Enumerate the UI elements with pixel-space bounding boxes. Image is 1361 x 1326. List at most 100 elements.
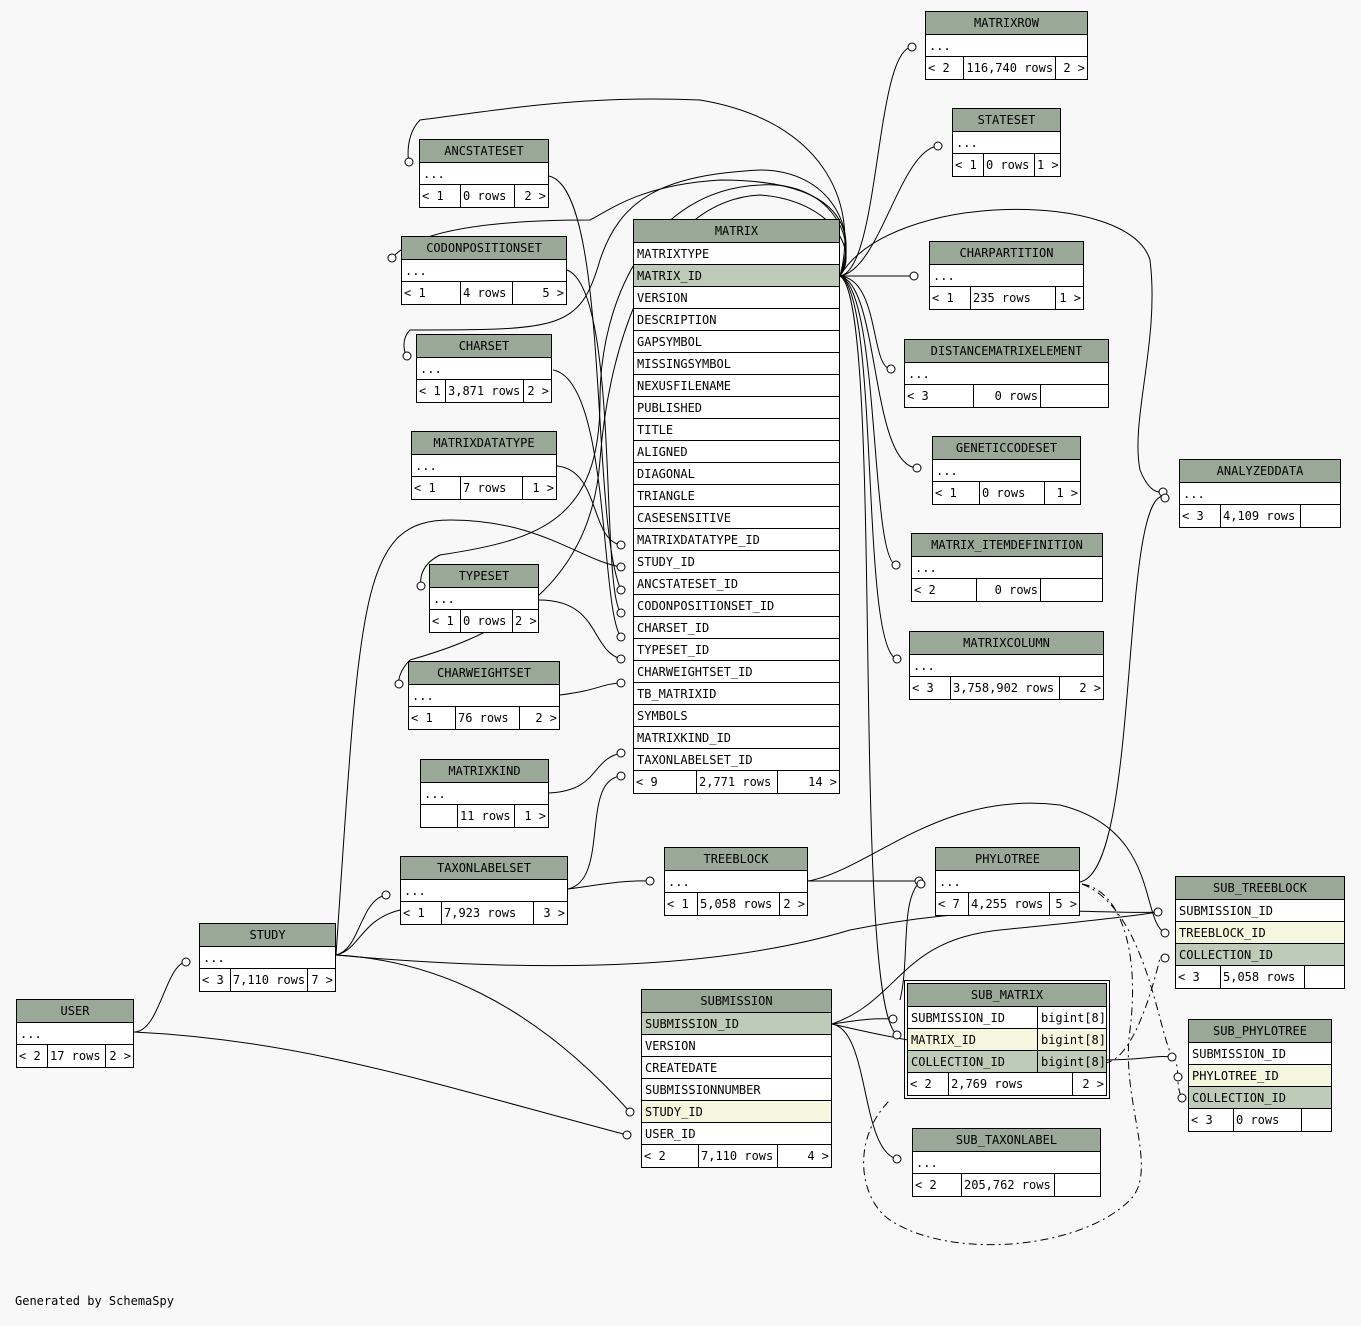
column-description[interactable]: DESCRIPTION	[634, 309, 839, 331]
child-count[interactable]: 14 >	[777, 771, 839, 793]
parent-count[interactable]: < 1	[935, 486, 957, 500]
column-codonpositionset-id[interactable]: CODONPOSITIONSET_ID	[634, 595, 839, 617]
table-matrixkind[interactable]: MATRIXKIND ... 11 rows 1 >	[420, 759, 549, 828]
column-symbols[interactable]: SYMBOLS	[634, 705, 839, 727]
parent-count[interactable]: < 2	[928, 61, 950, 75]
column-charset-id[interactable]: CHARSET_ID	[634, 617, 839, 639]
parent-count[interactable]: < 3	[1191, 1113, 1213, 1127]
column-matrix-id[interactable]: MATRIX_ID bigint[8]	[908, 1029, 1106, 1051]
column-submission-id[interactable]: SUBMISSION_ID	[1176, 900, 1344, 922]
parent-count[interactable]: < 2	[915, 1178, 937, 1192]
table-sub-taxonlabel[interactable]: SUB_TAXONLABEL ... < 2 205,762 rows	[912, 1128, 1101, 1197]
parent-count[interactable]: < 1	[403, 906, 425, 920]
column-phylotree-id[interactable]: PHYLOTREE_ID	[1189, 1065, 1331, 1087]
parent-count[interactable]: < 1	[411, 711, 433, 725]
table-ancstateset[interactable]: ANCSTATESET ... < 1 0 rows 2 >	[419, 139, 549, 208]
table-matrixcolumn[interactable]: MATRIXCOLUMN ... < 3 3,758,902 rows 2 >	[909, 631, 1104, 700]
column-diagonal[interactable]: DIAGONAL	[634, 463, 839, 485]
column-gapsymbol[interactable]: GAPSYMBOL	[634, 331, 839, 353]
column-submission-id[interactable]: SUBMISSION_ID	[642, 1013, 831, 1035]
table-user[interactable]: USER ... < 2 17 rows 2 >	[16, 999, 134, 1068]
column-aligned[interactable]: ALIGNED	[634, 441, 839, 463]
column-collection-id[interactable]: COLLECTION_ID	[1176, 944, 1344, 966]
parent-count[interactable]: < 2	[19, 1049, 41, 1063]
table-sub-treeblock[interactable]: SUB_TREEBLOCK SUBMISSION_ID TREEBLOCK_ID…	[1175, 876, 1345, 989]
parent-count[interactable]: < 1	[932, 291, 954, 305]
child-count[interactable]: 7 >	[307, 969, 335, 991]
child-count[interactable]: 1 >	[1044, 482, 1080, 504]
column-version[interactable]: VERSION	[634, 287, 839, 309]
column-charweightset-id[interactable]: CHARWEIGHTSET_ID	[634, 661, 839, 683]
table-charset[interactable]: CHARSET ... < 1 3,871 rows 2 >	[416, 334, 552, 403]
child-count[interactable]	[1054, 1174, 1100, 1196]
parent-count[interactable]: < 1	[414, 481, 436, 495]
parent-count[interactable]	[421, 805, 457, 827]
child-count[interactable]: 2 >	[519, 707, 559, 729]
child-count[interactable]: 4 >	[777, 1145, 831, 1167]
table-sub-phylotree[interactable]: SUB_PHYLOTREE SUBMISSION_ID PHYLOTREE_ID…	[1188, 1019, 1332, 1132]
table-matrixdatatype[interactable]: MATRIXDATATYPE ... < 1 7 rows 1 >	[411, 431, 557, 500]
column-matrix-id[interactable]: MATRIX_ID	[634, 265, 839, 287]
child-count[interactable]: 1 >	[1034, 154, 1060, 176]
column-casesensitive[interactable]: CASESENSITIVE	[634, 507, 839, 529]
parent-count[interactable]: < 3	[907, 389, 929, 403]
table-charweightset[interactable]: CHARWEIGHTSET ... < 1 76 rows 2 >	[408, 661, 560, 730]
column-submissionnumber[interactable]: SUBMISSIONNUMBER	[642, 1079, 831, 1101]
column-treeblock-id[interactable]: TREEBLOCK_ID	[1176, 922, 1344, 944]
table-matrix[interactable]: MATRIX MATRIXTYPE MATRIX_ID VERSION DESC…	[633, 219, 840, 794]
column-triangle[interactable]: TRIANGLE	[634, 485, 839, 507]
table-codonpositionset[interactable]: CODONPOSITIONSET ... < 1 4 rows 5 >	[401, 236, 567, 305]
child-count[interactable]: 2 >	[1072, 1073, 1106, 1095]
column-published[interactable]: PUBLISHED	[634, 397, 839, 419]
column-matrixdatatype-id[interactable]: MATRIXDATATYPE_ID	[634, 529, 839, 551]
child-count[interactable]: 2 >	[512, 610, 538, 632]
child-count[interactable]: 2 >	[523, 380, 551, 402]
column-study-id[interactable]: STUDY_ID	[642, 1101, 831, 1123]
table-charpartition[interactable]: CHARPARTITION ... < 1 235 rows 1 >	[929, 241, 1084, 310]
column-ancstateset-id[interactable]: ANCSTATESET_ID	[634, 573, 839, 595]
parent-count[interactable]: < 7	[938, 897, 960, 911]
child-count[interactable]: 1 >	[1055, 287, 1083, 309]
table-phylotree[interactable]: PHYLOTREE ... < 7 4,255 rows 5 >	[935, 847, 1080, 916]
column-submission-id[interactable]: SUBMISSION_ID bigint[8]	[908, 1007, 1106, 1029]
child-count[interactable]: 2 >	[1059, 677, 1103, 699]
column-createdate[interactable]: CREATEDATE	[642, 1057, 831, 1079]
column-matrixkind-id[interactable]: MATRIXKIND_ID	[634, 727, 839, 749]
parent-count[interactable]: < 1	[432, 614, 454, 628]
child-count[interactable]	[1040, 579, 1102, 601]
child-count[interactable]: 1 >	[514, 805, 548, 827]
child-count[interactable]: 1 >	[522, 477, 556, 499]
table-stateset[interactable]: STATESET ... < 1 0 rows 1 >	[952, 108, 1061, 177]
table-submission[interactable]: SUBMISSION SUBMISSION_ID VERSION CREATED…	[641, 989, 832, 1168]
parent-count[interactable]: < 2	[914, 583, 936, 597]
column-typeset-id[interactable]: TYPESET_ID	[634, 639, 839, 661]
table-analyzeddata[interactable]: ANALYZEDDATA ... < 3 4,109 rows	[1179, 459, 1341, 528]
table-treeblock[interactable]: TREEBLOCK ... < 1 5,058 rows 2 >	[664, 847, 808, 916]
child-count[interactable]: 2 >	[514, 185, 548, 207]
parent-count[interactable]: < 9	[636, 775, 658, 789]
child-count[interactable]: 2 >	[779, 893, 807, 915]
table-matrix-itemdefinition[interactable]: MATRIX_ITEMDEFINITION ... < 2 0 rows	[911, 533, 1103, 602]
table-taxonlabelset[interactable]: TAXONLABELSET ... < 1 7,923 rows 3 >	[400, 856, 568, 925]
parent-count[interactable]: < 3	[1182, 509, 1204, 523]
child-count[interactable]	[1304, 966, 1344, 988]
column-title[interactable]: TITLE	[634, 419, 839, 441]
table-distancematrixelement[interactable]: DISTANCEMATRIXELEMENT ... < 3 0 rows	[904, 339, 1109, 408]
child-count[interactable]	[1301, 1109, 1331, 1131]
table-geneticcodeset[interactable]: GENETICCODESET ... < 1 0 rows 1 >	[932, 436, 1081, 505]
column-collection-id[interactable]: COLLECTION_ID bigint[8]	[908, 1051, 1106, 1073]
parent-count[interactable]: < 1	[404, 286, 426, 300]
parent-count[interactable]: < 1	[419, 384, 441, 398]
column-version[interactable]: VERSION	[642, 1035, 831, 1057]
table-study[interactable]: STUDY ... < 3 7,110 rows 7 >	[199, 923, 336, 992]
column-submission-id[interactable]: SUBMISSION_ID	[1189, 1043, 1331, 1065]
parent-count[interactable]: < 2	[910, 1077, 932, 1091]
parent-count[interactable]: < 1	[955, 158, 977, 172]
column-user-id[interactable]: USER_ID	[642, 1123, 831, 1145]
column-missingsymbol[interactable]: MISSINGSYMBOL	[634, 353, 839, 375]
parent-count[interactable]: < 1	[422, 189, 444, 203]
table-matrixrow[interactable]: MATRIXROW ... < 2 116,740 rows 2 >	[925, 11, 1088, 80]
parent-count[interactable]: < 1	[667, 897, 689, 911]
column-collection-id[interactable]: COLLECTION_ID	[1189, 1087, 1331, 1109]
table-typeset[interactable]: TYPESET ... < 1 0 rows 2 >	[429, 564, 539, 633]
